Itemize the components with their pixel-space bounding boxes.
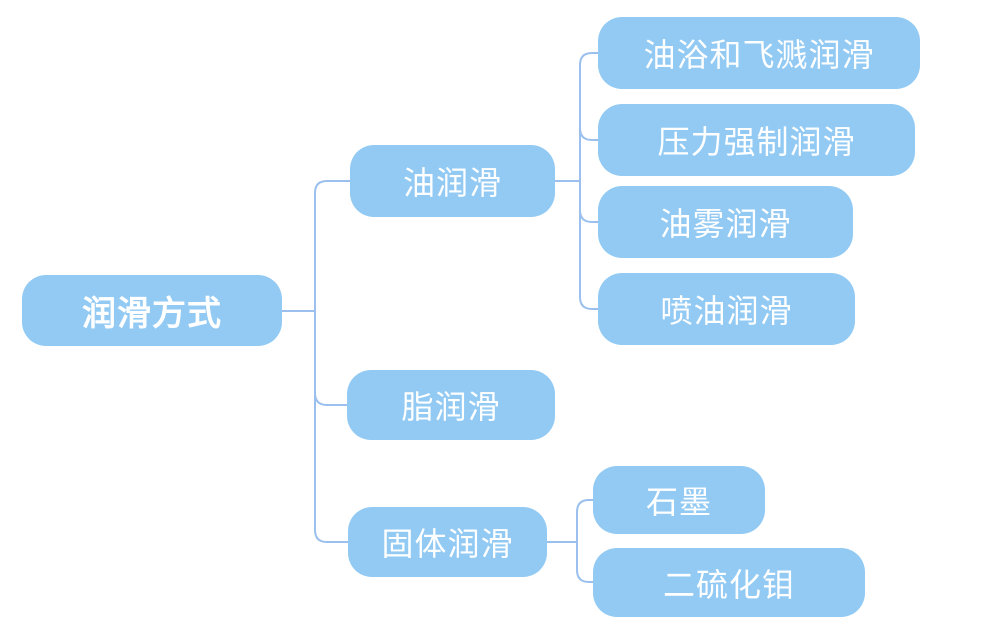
connector-trunk-main [314, 180, 351, 543]
node-oil-bath-splash-lubrication[interactable]: 油浴和飞溅润滑 [598, 17, 920, 89]
node-solid-lubrication[interactable]: 固体润滑 [348, 507, 547, 577]
node-oil-lubrication[interactable]: 油润滑 [350, 145, 555, 217]
connector-trunk-oil [579, 52, 599, 310]
connector-trunk-solid [576, 499, 594, 583]
node-graphite[interactable]: 石墨 [593, 466, 765, 534]
connector-trunk-to-grease [314, 392, 348, 406]
node-grease-lubrication[interactable]: 脂润滑 [347, 370, 555, 440]
node-pressure-forced-lubrication[interactable]: 压力强制润滑 [598, 104, 915, 176]
node-root-lubrication-methods[interactable]: 润滑方式 [22, 275, 282, 346]
node-molybdenum-disulfide[interactable]: 二硫化钼 [593, 548, 865, 617]
node-oil-mist-lubrication[interactable]: 油雾润滑 [598, 186, 853, 258]
connector-oil-to-pressure [579, 127, 599, 141]
node-oil-spray-lubrication[interactable]: 喷油润滑 [598, 273, 855, 345]
connector-oil-to-mist [579, 209, 599, 223]
